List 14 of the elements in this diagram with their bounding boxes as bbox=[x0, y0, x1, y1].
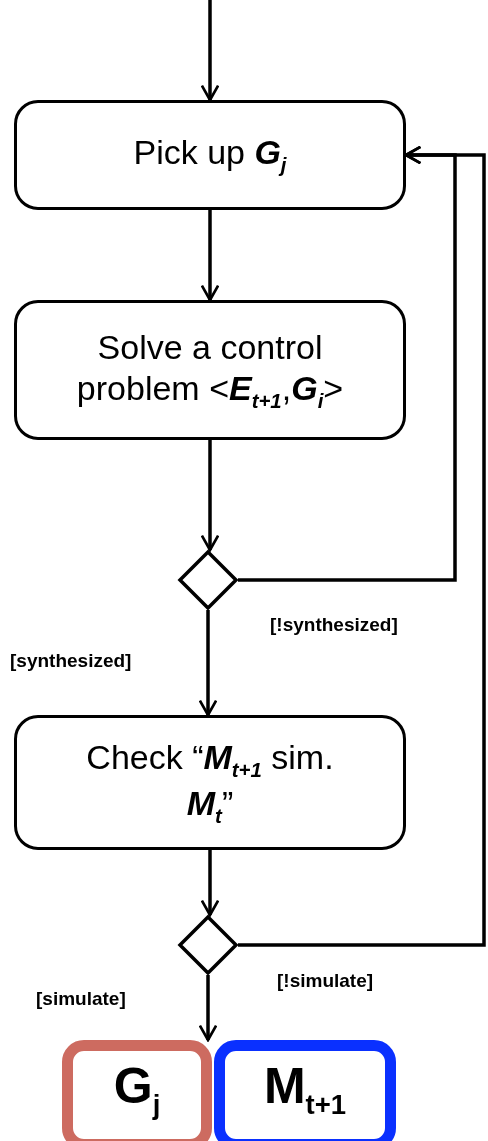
arrow bbox=[200, 0, 220, 102]
result-box: G$_{j}$ bbox=[62, 1040, 212, 1141]
arrow bbox=[200, 440, 220, 552]
arrow bbox=[238, 145, 486, 947]
process-box: Check “M$_{t+1}$ sim. M$_{t}$” bbox=[14, 715, 406, 850]
decision-diamond bbox=[178, 550, 238, 610]
arrow bbox=[198, 975, 218, 1042]
decision-diamond bbox=[178, 915, 238, 975]
process-box: Solve a control problem <E$_{t+1}$,G$_{i}$> bbox=[14, 300, 406, 440]
arrow bbox=[198, 610, 218, 717]
process-box: Pick up G$_{j}$ bbox=[14, 100, 406, 210]
arrow bbox=[200, 850, 220, 917]
arrow bbox=[200, 210, 220, 302]
result-box: M$_{t+1}$ bbox=[214, 1040, 396, 1141]
